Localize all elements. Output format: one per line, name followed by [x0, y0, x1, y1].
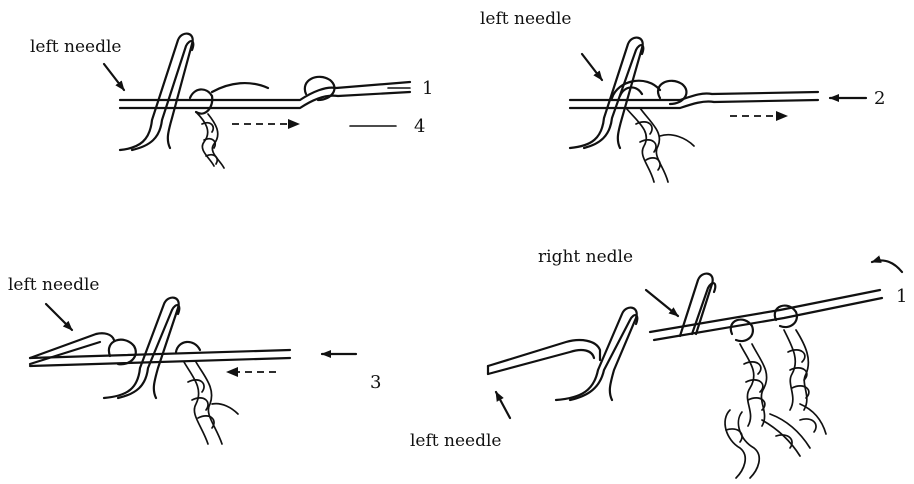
- step-number: 3: [370, 372, 381, 393]
- left-needle-label: left needle: [30, 37, 121, 57]
- yarn-strand: [626, 108, 694, 182]
- panel-top-right: left needle 2: [480, 9, 885, 182]
- panel-top-left: left needle 1 4: [30, 34, 433, 168]
- yarn-strand: [725, 330, 826, 478]
- pointer-arrow: [646, 290, 678, 316]
- pointer-arrow: [496, 392, 510, 418]
- pointer-arrow: [582, 54, 602, 80]
- step-number: 1: [422, 78, 433, 99]
- left-needle: [570, 38, 643, 148]
- left-needle: [488, 340, 600, 366]
- yarn-strand: [196, 112, 224, 168]
- right-needle: [650, 290, 880, 332]
- pointer-arrow: [104, 64, 124, 90]
- left-needle: [120, 34, 193, 150]
- panel-bottom-right: right nedle 1: [410, 247, 907, 478]
- right-needle-label: right nedle: [538, 247, 633, 267]
- left-needle-label: left needle: [410, 431, 501, 451]
- left-needle: [104, 298, 179, 398]
- pointer-arrow: [46, 304, 72, 330]
- rotation-arrow: [872, 260, 902, 272]
- left-needle-label: left needle: [480, 9, 571, 29]
- step-number: 4: [414, 116, 425, 137]
- panel-bottom-left: left needle 3: [8, 275, 381, 444]
- step-number: 2: [874, 88, 885, 109]
- step-number: 1: [896, 286, 907, 307]
- right-needle: [570, 92, 818, 100]
- yarn-strand: [184, 362, 238, 444]
- left-needle-label: left needle: [8, 275, 99, 295]
